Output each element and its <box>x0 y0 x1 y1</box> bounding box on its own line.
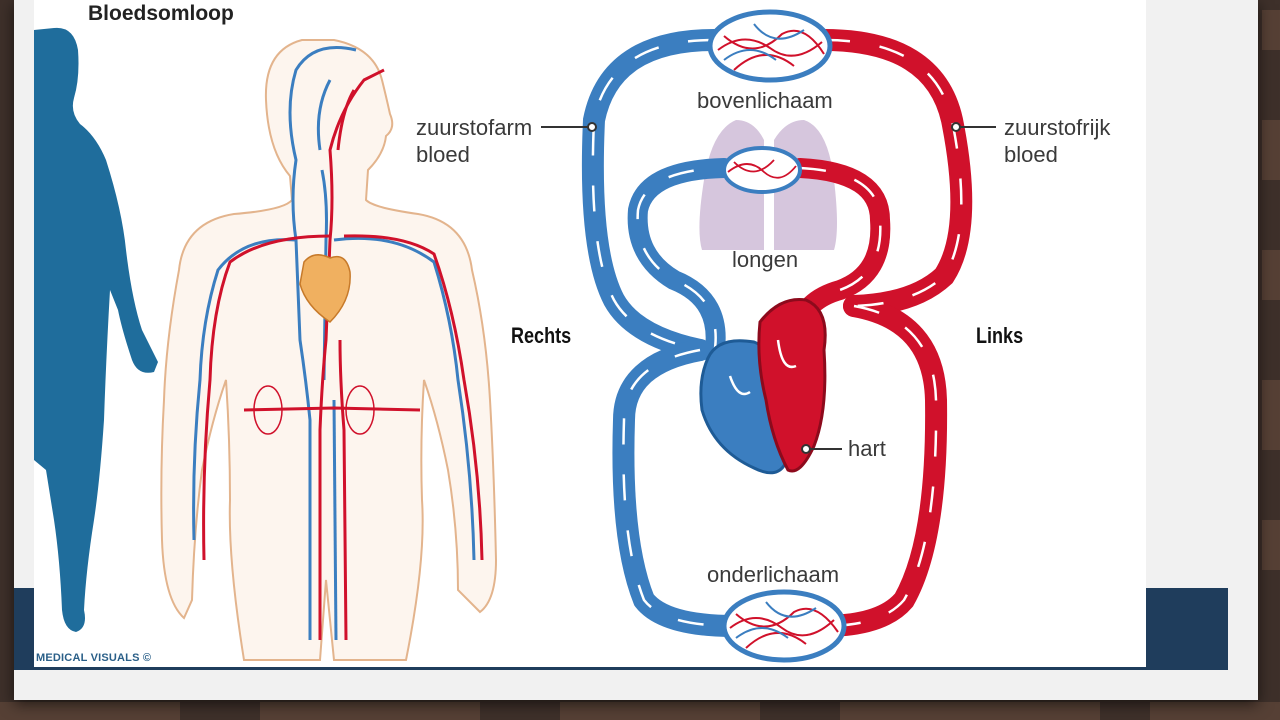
label-left-side: Links <box>976 323 1024 348</box>
label-lungs: longen <box>732 247 799 272</box>
label-upper-body: bovenlichaam <box>697 88 833 113</box>
artery-lower-body <box>813 295 948 637</box>
slide-content: Bloedsomloop zuurstofarm bloed zuurstofr… <box>34 0 1146 667</box>
label-oxygen-rich: zuurstofrijk bloed <box>1004 114 1110 168</box>
heart-shape <box>699 297 827 475</box>
circulation-diagram <box>541 9 996 663</box>
label-oxygen-rich-line2: bloed <box>1004 142 1058 167</box>
label-lower-body: onderlichaam <box>707 562 840 587</box>
image-credit: MEDICAL VISUALS © <box>36 652 152 664</box>
capillary-lungs <box>722 146 802 194</box>
label-oxygen-poor: zuurstofarm bloed <box>416 114 532 168</box>
human-silhouette <box>34 27 158 633</box>
label-right-side: Rechts <box>511 323 572 348</box>
label-oxygen-rich-line1: zuurstofrijk <box>1004 115 1111 140</box>
label-oxygen-poor-line1: zuurstofarm <box>416 115 533 140</box>
capillary-lower-body <box>721 589 847 663</box>
slide-title: Bloedsomloop <box>88 2 234 25</box>
capillary-upper-body <box>707 9 833 83</box>
body-circulation-illustration <box>160 39 498 661</box>
label-oxygen-poor-line2: bloed <box>416 142 470 167</box>
label-heart: hart <box>848 436 886 461</box>
